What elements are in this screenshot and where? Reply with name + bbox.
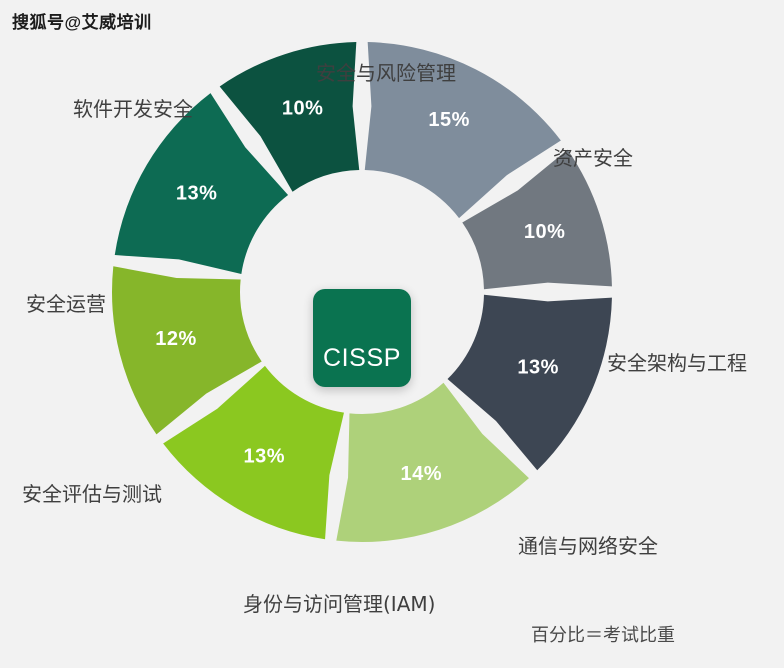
segment-percentage: 13% bbox=[244, 446, 286, 468]
segment-percentage: 15% bbox=[428, 109, 470, 131]
cissp-logo: CISSP bbox=[313, 289, 411, 387]
segment-percentage: 12% bbox=[155, 328, 197, 350]
label-identity-access-management: 身份与访问管理(IAM) bbox=[243, 592, 436, 616]
label-security-architecture: 安全架构与工程 bbox=[607, 351, 747, 375]
donut-segments bbox=[111, 42, 612, 543]
chart-footnote: 百分比＝考试比重 bbox=[531, 625, 675, 646]
segment-percentage: 14% bbox=[401, 463, 443, 485]
donut-segment[interactable] bbox=[336, 382, 529, 543]
label-software-development: 软件开发安全 bbox=[73, 97, 193, 121]
donut-segment[interactable] bbox=[364, 42, 561, 219]
label-communication-network: 通信与网络安全 bbox=[518, 534, 658, 558]
segment-percentage: 10% bbox=[524, 221, 566, 243]
donut-segment[interactable] bbox=[462, 149, 612, 290]
cissp-logo-label: CISSP bbox=[322, 344, 402, 372]
donut-segment[interactable] bbox=[219, 42, 360, 192]
donut-percentage-labels: 15% 10% 13% 14% 13% 12% 13% 10% bbox=[155, 98, 565, 485]
donut-segment[interactable] bbox=[114, 93, 289, 274]
donut-svg: 15% 10% 13% 14% 13% 12% 13% 10% bbox=[111, 42, 612, 543]
donut-segment[interactable] bbox=[111, 266, 262, 435]
label-security-risk-management: 安全与风险管理 bbox=[316, 61, 456, 85]
donut-segment[interactable] bbox=[447, 294, 612, 471]
label-security-operations: 安全运营 bbox=[26, 292, 106, 316]
donut-segment[interactable] bbox=[163, 365, 344, 540]
segment-percentage: 10% bbox=[282, 98, 324, 120]
label-security-assessment: 安全评估与测试 bbox=[22, 482, 162, 506]
segment-percentage: 13% bbox=[176, 183, 218, 205]
watermark-text: 搜狐号@艾威培训 bbox=[12, 13, 152, 32]
segment-percentage: 13% bbox=[517, 357, 559, 379]
label-asset-security: 资产安全 bbox=[553, 146, 633, 170]
